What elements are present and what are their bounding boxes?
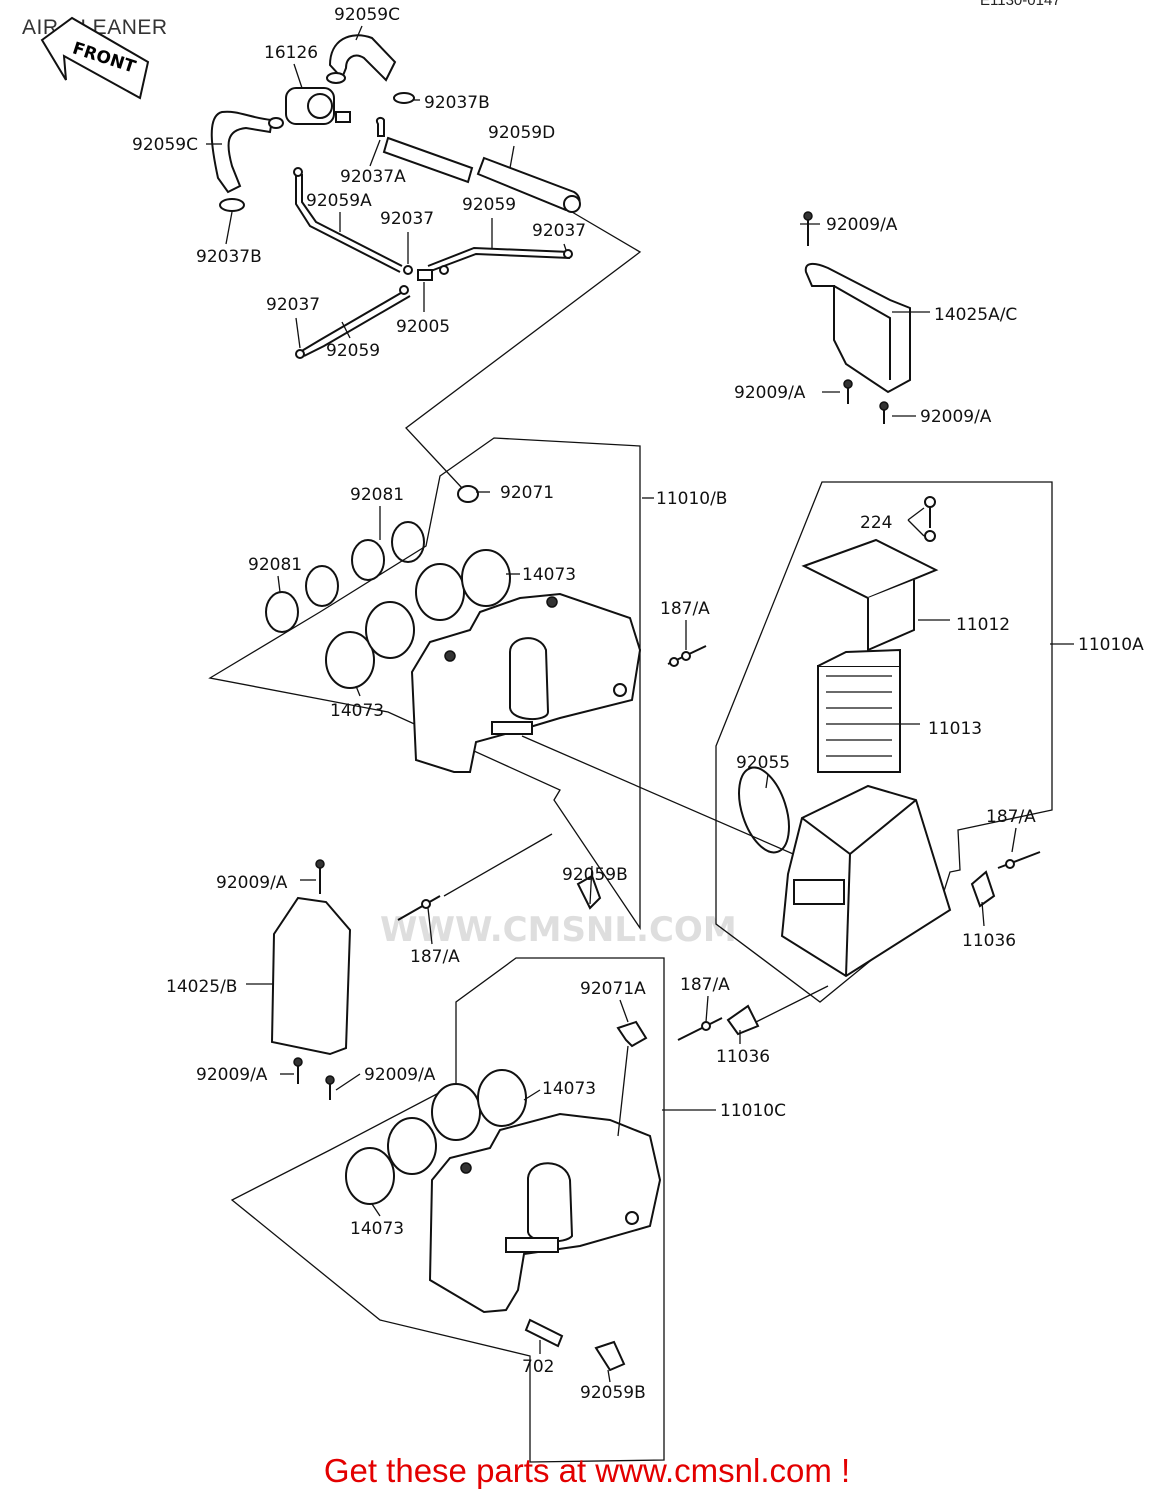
- part-label: 92009/A: [734, 383, 806, 403]
- part-label: 92009/A: [216, 873, 288, 893]
- part-label: 92071: [500, 483, 554, 503]
- intake-funnels-lower: [345, 1069, 527, 1205]
- part-label: 92059C: [132, 135, 198, 155]
- air-box-11010a: [715, 481, 1053, 1003]
- part-label: 11013: [928, 719, 982, 739]
- part-label: 92055: [736, 753, 790, 773]
- part-label: 92059: [326, 341, 380, 361]
- part-label: 92059: [462, 195, 516, 215]
- part-label: 11010A: [1078, 635, 1144, 655]
- part-label: 92009/A: [364, 1065, 436, 1085]
- breather-hose-assembly: [210, 34, 642, 489]
- cover-14025a-c: [803, 211, 930, 424]
- part-label: 14025/B: [166, 977, 237, 997]
- part-label: 11036: [716, 1047, 770, 1067]
- part-label: 224: [860, 513, 892, 533]
- part-label: 92009/A: [196, 1065, 268, 1085]
- part-label: 11036: [962, 931, 1016, 951]
- part-label: 92037: [380, 209, 434, 229]
- diagram-code: E1130-0147: [980, 0, 1061, 9]
- cover-14025-b: [246, 859, 352, 1100]
- part-label: 92037B: [196, 247, 262, 267]
- front-arrow: FRONT: [40, 16, 150, 100]
- part-label: 14073: [542, 1079, 596, 1099]
- part-label: 16126: [264, 43, 318, 63]
- part-label: 92071A: [580, 979, 646, 999]
- part-label: 92005: [396, 317, 450, 337]
- part-label: 92009/A: [826, 215, 898, 235]
- part-label: 187/A: [410, 947, 460, 967]
- part-label: 92081: [350, 485, 404, 505]
- part-label: 187/A: [680, 975, 730, 995]
- part-label: 92059B: [562, 865, 628, 885]
- part-label: 92081: [248, 555, 302, 575]
- part-label: 14073: [350, 1219, 404, 1239]
- part-label: 92059C: [334, 5, 400, 25]
- watermark: WWW.CMSNL.COM: [380, 910, 737, 950]
- part-label: 14073: [330, 701, 384, 721]
- part-label: 702: [522, 1357, 554, 1377]
- air-cleaner-housing-11010-b: [208, 437, 831, 931]
- part-label: 11010C: [720, 1101, 786, 1121]
- part-label: 92059A: [306, 191, 372, 211]
- part-label: 92037A: [340, 167, 406, 187]
- part-label: 92059D: [488, 123, 555, 143]
- part-labels: 92059C 16126 92037B 92059C 92059D 92037A…: [132, 5, 1144, 1403]
- part-label: 187/A: [986, 807, 1036, 827]
- part-label: 14073: [522, 565, 576, 585]
- part-label: 92037B: [424, 93, 490, 113]
- part-label: 14025A/C: [934, 305, 1017, 325]
- part-label: 92009/A: [920, 407, 992, 427]
- part-label: 92037: [266, 295, 320, 315]
- part-label: 187/A: [660, 599, 710, 619]
- intake-funnels: [325, 549, 511, 689]
- air-cleaner-housing-11010c: [230, 957, 829, 1463]
- leader-lines: [206, 25, 1074, 1383]
- part-label: 11010/B: [656, 489, 727, 509]
- footer-link-text[interactable]: Get these parts at www.cmsnl.com !: [323, 1452, 851, 1489]
- part-label: 11012: [956, 615, 1010, 635]
- part-label: 92037: [532, 221, 586, 241]
- part-label: 92059B: [580, 1383, 646, 1403]
